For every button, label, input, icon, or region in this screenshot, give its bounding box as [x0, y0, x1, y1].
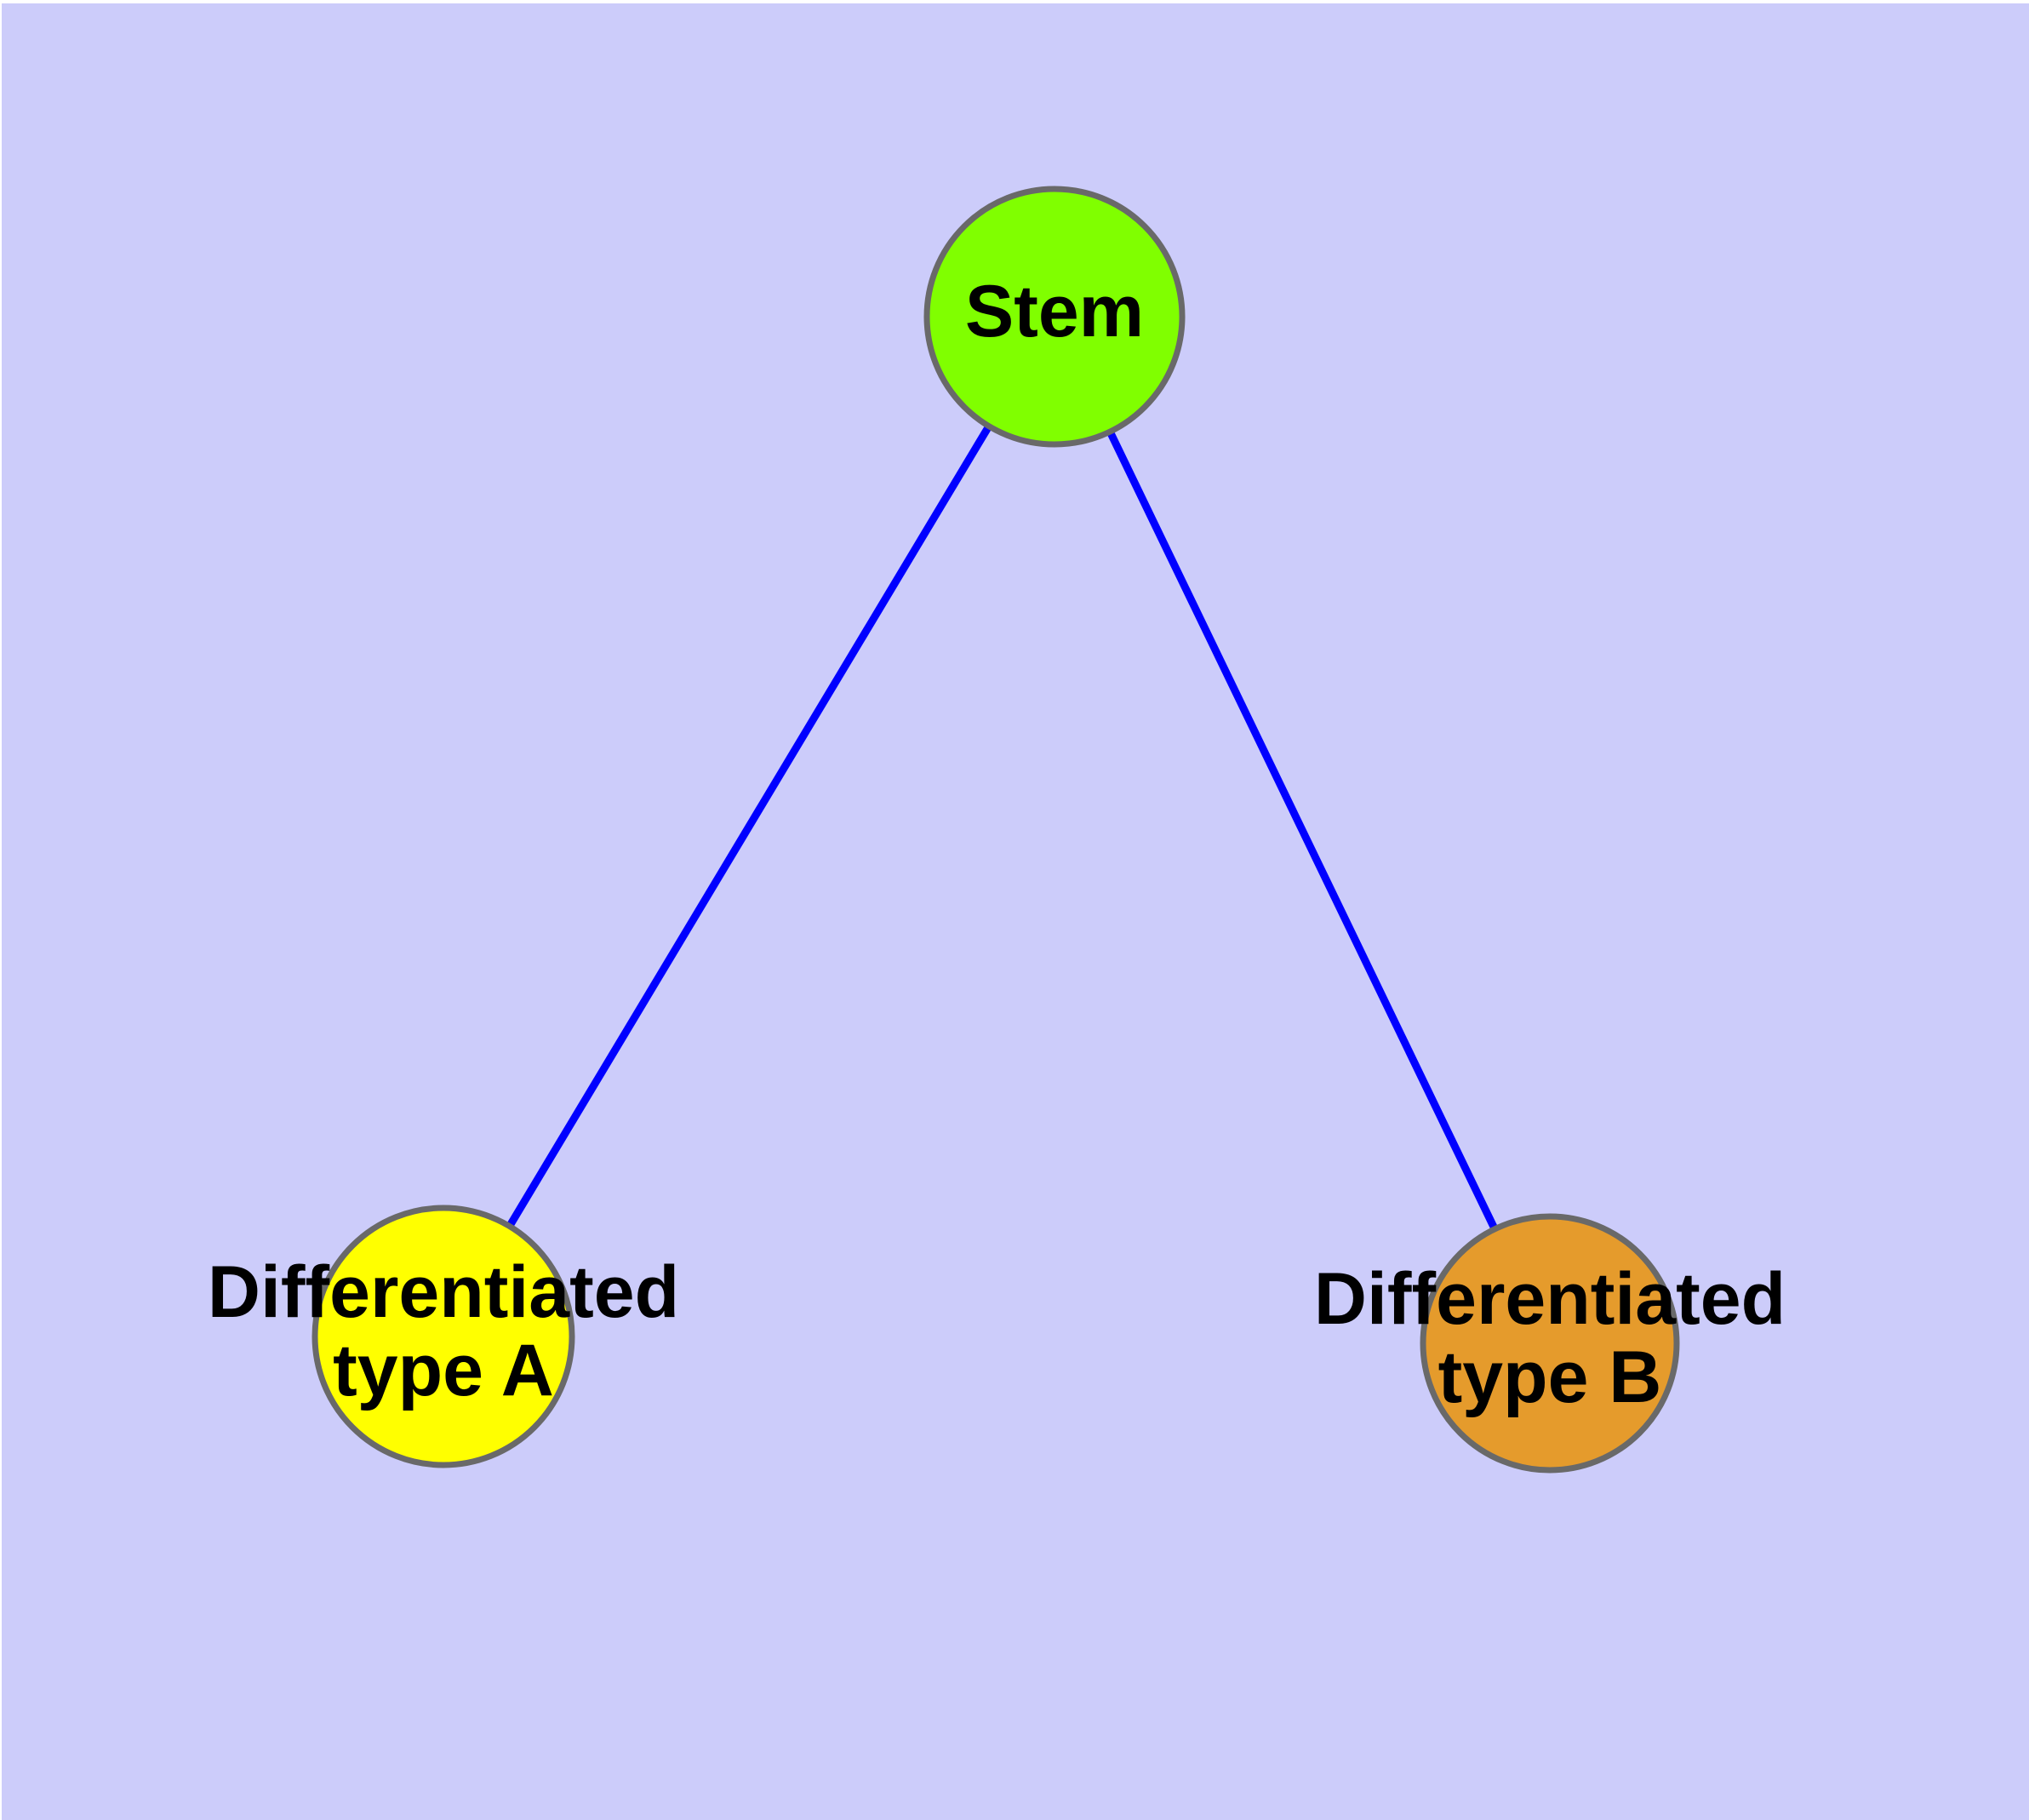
diagram-node-diff_b[interactable] — [1420, 1213, 1680, 1474]
edges-layer — [506, 426, 1498, 1229]
label-line: Differentiated — [1314, 1258, 1786, 1340]
diagram-node-label-stem: Stem — [965, 271, 1144, 352]
label-line: type A — [333, 1330, 554, 1411]
nodes-layer — [311, 186, 1680, 1474]
label-line: Differentiated — [208, 1251, 679, 1333]
diagram-node-diff_a[interactable] — [311, 1205, 575, 1468]
diagram-edge — [1107, 431, 1498, 1229]
label-line: Stem — [965, 271, 1144, 352]
diagram-edge — [506, 426, 992, 1228]
diagram-node-stem[interactable] — [923, 186, 1186, 448]
label-line: type B — [1438, 1336, 1662, 1418]
